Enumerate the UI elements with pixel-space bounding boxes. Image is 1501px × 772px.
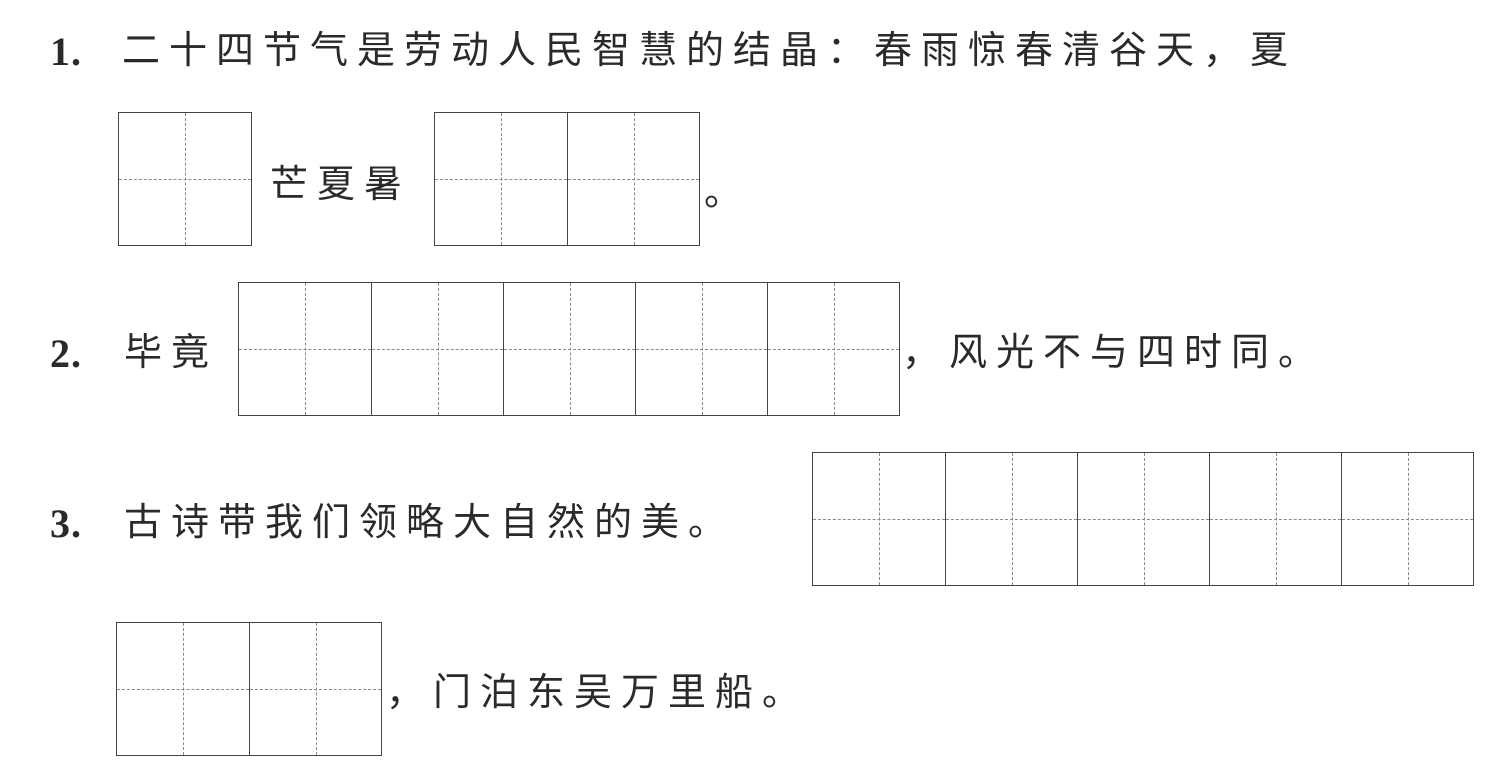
- question-2-suffix: ，风光不与四时同。: [902, 330, 1326, 374]
- answer-cell[interactable]: [1077, 453, 1209, 585]
- question-3-line2-suffix: ，门泊东吴万里船。: [386, 670, 810, 714]
- question-1-end-punct: 。: [704, 170, 752, 214]
- answer-box-q2[interactable]: [238, 282, 900, 416]
- answer-cell[interactable]: [945, 453, 1077, 585]
- question-3-text: 古诗带我们领略大自然的美。: [124, 500, 736, 544]
- question-1-number: 1.: [50, 29, 82, 74]
- answer-cell[interactable]: [1341, 453, 1473, 585]
- question-2-prefix: 毕竟: [124, 330, 219, 374]
- answer-cell[interactable]: [567, 113, 699, 245]
- answer-cell[interactable]: [119, 113, 251, 245]
- answer-cell[interactable]: [813, 453, 945, 585]
- question-3-number: 3.: [50, 501, 82, 546]
- answer-cell[interactable]: [435, 113, 567, 245]
- answer-box-q1-b[interactable]: [434, 112, 700, 246]
- answer-cell[interactable]: [635, 283, 767, 415]
- answer-box-q3-a[interactable]: [812, 452, 1474, 586]
- question-2-number: 2.: [50, 331, 82, 376]
- answer-cell[interactable]: [767, 283, 899, 415]
- question-1-text: 二十四节气是劳动人民智慧的结晶：春雨惊春清谷天，夏: [122, 28, 1298, 72]
- answer-cell[interactable]: [117, 623, 249, 755]
- answer-cell[interactable]: [249, 623, 381, 755]
- answer-cell[interactable]: [1209, 453, 1341, 585]
- answer-cell[interactable]: [503, 283, 635, 415]
- answer-cell[interactable]: [371, 283, 503, 415]
- question-1-middle-text: 芒夏暑: [270, 162, 412, 206]
- answer-box-q1-a[interactable]: [118, 112, 252, 246]
- answer-box-q3-b[interactable]: [116, 622, 382, 756]
- answer-cell[interactable]: [239, 283, 371, 415]
